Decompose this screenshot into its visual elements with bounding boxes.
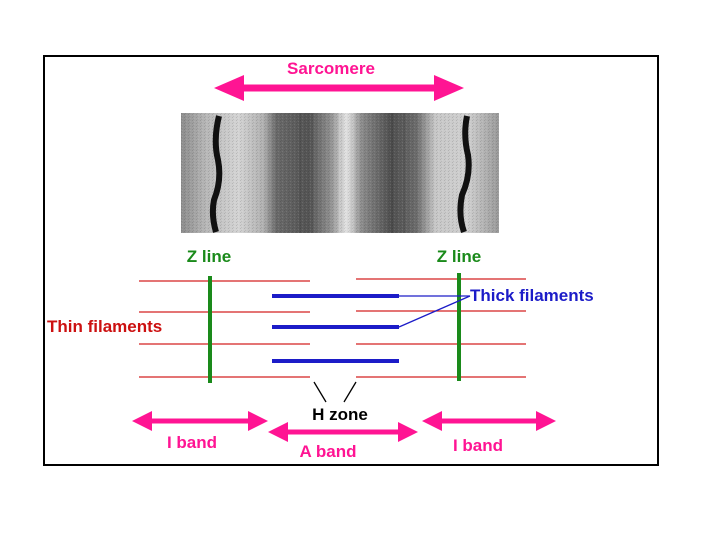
i-band-left-label: I band <box>167 433 217 452</box>
a-band-arrow <box>268 422 418 442</box>
z-disk-left <box>209 115 223 233</box>
thick-filaments <box>272 294 399 363</box>
thick-filaments-pointer <box>398 295 471 328</box>
sarcomere-label: Sarcomere <box>287 59 375 78</box>
z-line-label-left: Z line <box>187 247 231 266</box>
thin-filaments-label: Thin filaments <box>47 317 162 336</box>
i-band-right-arrow <box>422 411 556 431</box>
h-zone-pointer <box>313 381 357 403</box>
h-zone-label: H zone <box>312 405 368 424</box>
z-line-label-right: Z line <box>437 247 481 266</box>
thin-filaments <box>139 278 526 378</box>
i-band-left-arrow <box>132 411 268 431</box>
i-band-right-label: I band <box>453 436 503 455</box>
micrograph-image <box>181 113 499 233</box>
a-band-label: A band <box>300 442 357 461</box>
z-disk-right <box>457 115 472 233</box>
thick-filaments-label: Thick filaments <box>470 286 594 305</box>
sarcomere-arrow <box>214 75 464 101</box>
